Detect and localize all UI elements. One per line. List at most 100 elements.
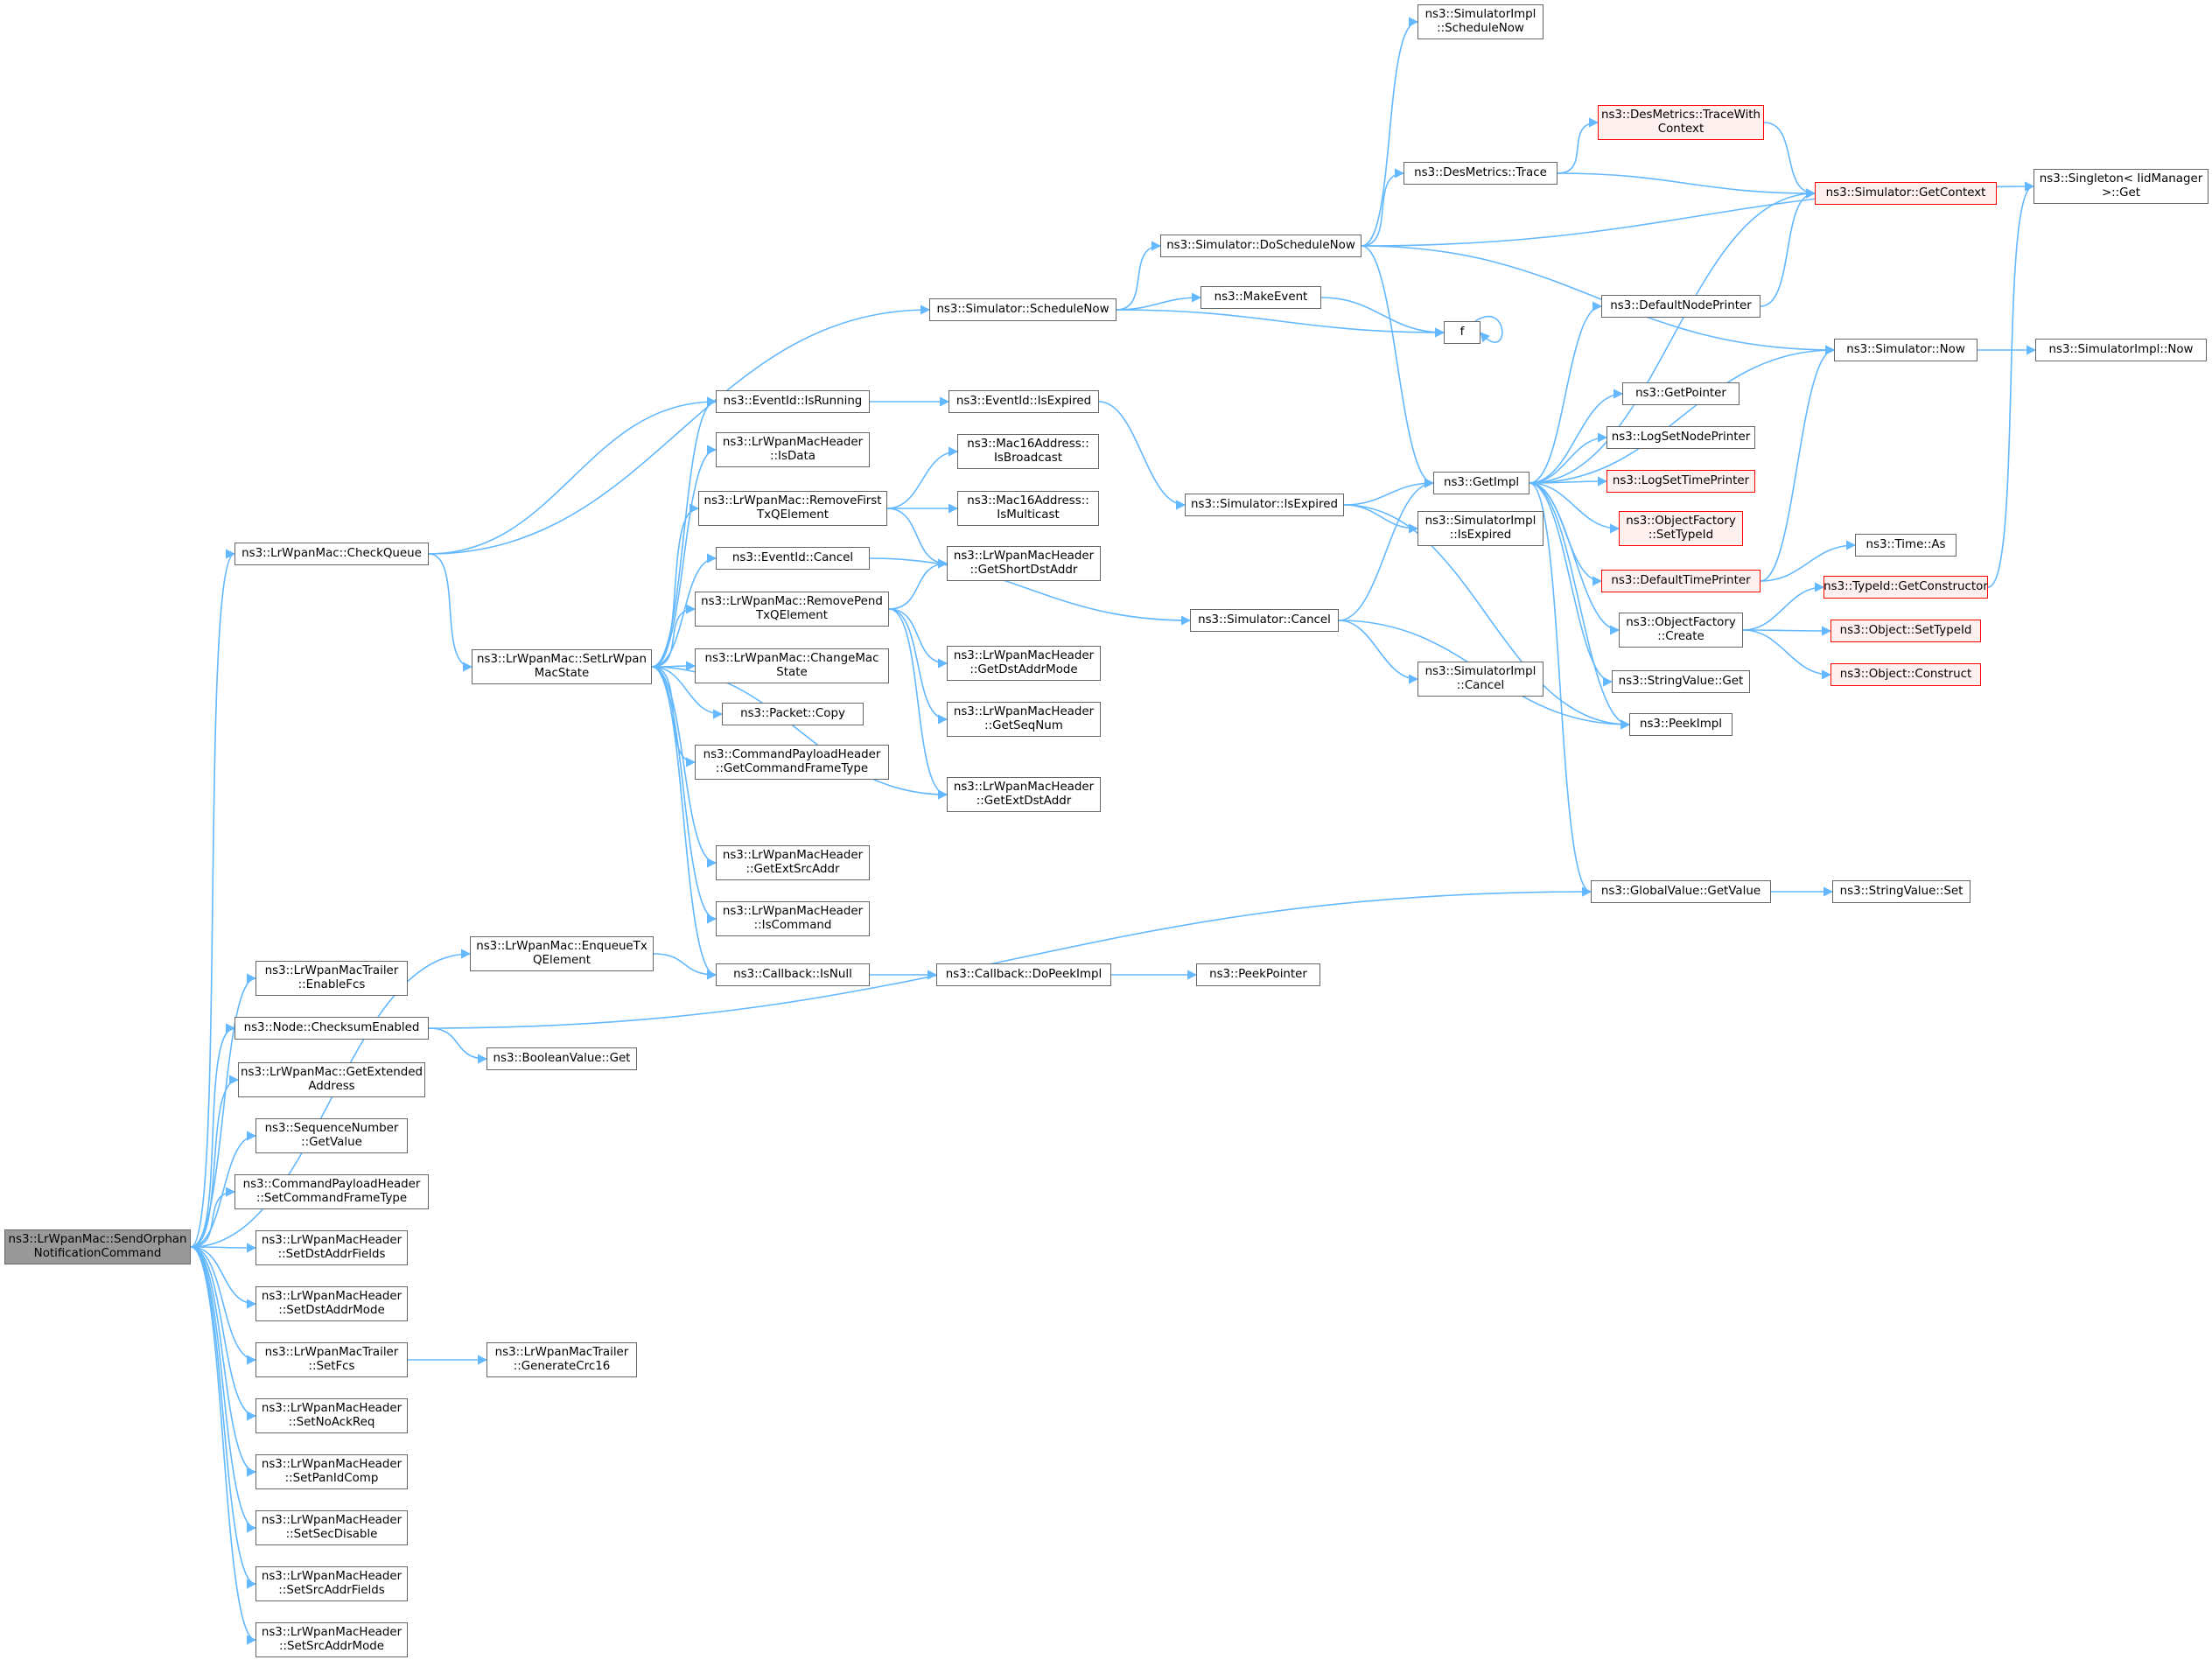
call-edge-root-to-checksumEnabled	[190, 1023, 236, 1248]
call-edge-getImpl-to-logSetTimePrinter	[1529, 476, 1608, 487]
call-edge-setLrWpanMacState-to-eventIsRunning	[651, 396, 718, 668]
call-edge-removeFirstTx-to-isBroadcast	[886, 446, 959, 509]
call-edge-root-to-setCommandFrameType	[190, 1187, 236, 1248]
call-edge-setLrWpanMacState-to-isCommand	[651, 666, 718, 924]
node-simulator-cancel[interactable]: ns3::Simulator::Cancel	[1190, 609, 1339, 632]
node-simulator-is-expired[interactable]: ns3::Simulator::IsExpired	[1185, 494, 1344, 516]
node-trailer-set-fcs[interactable]: ns3::LrWpanMacTrailer::SetFcs	[256, 1342, 408, 1377]
node-log-set-node-printer[interactable]: ns3::LogSetNodePrinter	[1606, 426, 1755, 449]
node-simimpl-now[interactable]: ns3::SimulatorImpl::Now	[2035, 339, 2207, 361]
node-callback-is-null[interactable]: ns3::Callback::IsNull	[716, 963, 870, 986]
node-simimpl-is-expired[interactable]: ns3::SimulatorImpl::IsExpired	[1418, 511, 1544, 546]
call-edge-checkQueue-to-setLrWpanMacState	[428, 553, 473, 672]
node-get-seq-num[interactable]: ns3::LrWpanMacHeader::GetSeqNum	[947, 702, 1101, 737]
node-get-impl[interactable]: ns3::GetImpl	[1433, 472, 1530, 494]
call-edge-makeEvent-to-fnF	[1320, 297, 1446, 338]
node-get-short-dst-addr[interactable]: ns3::LrWpanMacHeader::GetShortDstAddr	[947, 546, 1101, 581]
node-typeid-get-constructor[interactable]: ns3::TypeId::GetConstructor	[1824, 576, 1988, 599]
call-edge-removeFirstTx-to-getShortDstAddr	[886, 508, 948, 569]
call-edge-defaultTimePrinter-to-simNow	[1760, 345, 1836, 582]
call-edge-simCancel-to-implCancel	[1338, 620, 1419, 684]
node-simulator-schedule-now[interactable]: ns3::Simulator::ScheduleNow	[929, 298, 1116, 321]
node-set-src-addr-fields[interactable]: ns3::LrWpanMacHeader::SetSrcAddrFields	[256, 1566, 408, 1601]
node-simimpl-schedule-now[interactable]: ns3::SimulatorImpl::ScheduleNow	[1418, 4, 1544, 39]
node-object-construct[interactable]: ns3::Object::Construct	[1830, 663, 1981, 686]
call-edge-simScheduleNow-to-makeEvent	[1116, 292, 1202, 311]
node-set-pan-id-comp[interactable]: ns3::LrWpanMacHeader::SetPanIdComp	[256, 1454, 408, 1489]
call-edge-checksumEnabled-to-booleanGet	[428, 1027, 488, 1064]
node-default-time-printer[interactable]: ns3::DefaultTimePrinter	[1601, 570, 1760, 592]
node-des-metrics-trace[interactable]: ns3::DesMetrics::Trace	[1404, 162, 1558, 185]
node-mac16-is-broadcast[interactable]: ns3::Mac16Address::IsBroadcast	[957, 434, 1099, 469]
node-mac16-is-multicast[interactable]: ns3::Mac16Address::IsMulticast	[957, 491, 1099, 526]
node-trailer-enable-fcs[interactable]: ns3::LrWpanMacTrailer::EnableFcs	[256, 961, 408, 996]
node-set-command-frame-type[interactable]: ns3::CommandPayloadHeader::SetCommandFra…	[234, 1174, 429, 1209]
node-peek-impl[interactable]: ns3::PeekImpl	[1629, 713, 1732, 736]
call-edge-checkQueue-to-eventIsRunning	[428, 396, 718, 555]
call-edge-ofCreate-to-objConstruct	[1742, 629, 1832, 680]
call-edge-doScheduleNow-to-desTrace	[1361, 168, 1405, 247]
node-get-pointer[interactable]: ns3::GetPointer	[1622, 382, 1740, 405]
node-get-dst-addr-mode[interactable]: ns3::LrWpanMacHeader::GetDstAddrMode	[947, 646, 1101, 681]
call-edge-removePendTx-to-getDstAddrMode	[888, 608, 948, 669]
node-global-value-get-value[interactable]: ns3::GlobalValue::GetValue	[1591, 880, 1771, 903]
call-edge-root-to-setSrcAddrMode	[190, 1246, 257, 1645]
node-header-is-command[interactable]: ns3::LrWpanMacHeader::IsCommand	[716, 901, 870, 936]
node-boolean-value-get[interactable]: ns3::BooleanValue::Get	[486, 1047, 637, 1070]
call-edge-root-to-getExtendedAddress	[190, 1075, 240, 1248]
call-edge-setLrWpanMacState-to-removeFirstTx	[651, 503, 700, 668]
node-get-command-frame-type[interactable]: ns3::CommandPayloadHeader::GetCommandFra…	[695, 745, 889, 780]
node-sequence-number-get-value[interactable]: ns3::SequenceNumber::GetValue	[256, 1118, 408, 1153]
call-edge-getConstructor-to-singletonGet	[1987, 181, 2035, 588]
node-set-dst-addr-mode[interactable]: ns3::LrWpanMacHeader::SetDstAddrMode	[256, 1286, 408, 1321]
call-edge-doScheduleNow-to-implScheduleNow	[1361, 17, 1419, 247]
node-simulator-get-context[interactable]: ns3::Simulator::GetContext	[1815, 182, 1997, 205]
node-eventid-is-expired[interactable]: ns3::EventId::IsExpired	[948, 390, 1099, 413]
node-object-set-type-id[interactable]: ns3::Object::SetTypeId	[1830, 620, 1981, 642]
node-check-queue[interactable]: ns3::LrWpanMac::CheckQueue	[234, 543, 429, 565]
node-default-node-printer[interactable]: ns3::DefaultNodePrinter	[1601, 295, 1760, 318]
node-header-is-data[interactable]: ns3::LrWpanMacHeader::IsData	[716, 432, 870, 467]
node-simulator-now[interactable]: ns3::Simulator::Now	[1834, 339, 1978, 361]
node-generate-crc16[interactable]: ns3::LrWpanMacTrailer::GenerateCrc16	[486, 1342, 637, 1377]
call-edge-simIsExpired-to-peekImpl	[1343, 504, 1631, 730]
node-simulator-do-schedule-now[interactable]: ns3::Simulator::DoScheduleNow	[1160, 235, 1362, 257]
node-set-sec-disable[interactable]: ns3::LrWpanMacHeader::SetSecDisable	[256, 1510, 408, 1545]
node-set-src-addr-mode[interactable]: ns3::LrWpanMacHeader::SetSrcAddrMode	[256, 1622, 408, 1657]
call-edge-setLrWpanMacState-to-headerIsData	[651, 445, 718, 668]
call-edge-defaultTimePrinter-to-timeAs	[1760, 540, 1857, 582]
node-packet-copy[interactable]: ns3::Packet::Copy	[722, 703, 864, 725]
node-get-ext-dst-addr[interactable]: ns3::LrWpanMacHeader::GetExtDstAddr	[947, 777, 1101, 812]
node-simimpl-cancel[interactable]: ns3::SimulatorImpl::Cancel	[1418, 662, 1544, 697]
node-singleton-iidmanager-get[interactable]: ns3::Singleton< IidManager >::Get	[2034, 169, 2208, 204]
call-edge-doScheduleNow-to-simNow	[1361, 245, 1836, 355]
node-peek-pointer[interactable]: ns3::PeekPointer	[1196, 963, 1320, 986]
node-checksum-enabled[interactable]: ns3::Node::ChecksumEnabled	[234, 1017, 429, 1040]
call-edge-setLrWpanMacState-to-removePendTx	[651, 604, 696, 668]
call-edge-root-to-setNoAckReq	[190, 1246, 257, 1421]
call-edge-getImpl-to-globalGetValue	[1529, 482, 1592, 897]
node-make-event[interactable]: ns3::MakeEvent	[1200, 286, 1321, 309]
node-eventid-is-running[interactable]: ns3::EventId::IsRunning	[716, 390, 870, 413]
node-set-dst-addr-fields[interactable]: ns3::LrWpanMacHeader::SetDstAddrFields	[256, 1230, 408, 1265]
call-edge-checksumEnabled-to-globalGetValue	[428, 886, 1592, 1029]
node-log-set-time-printer[interactable]: ns3::LogSetTimePrinter	[1606, 470, 1755, 493]
node-eventid-cancel[interactable]: ns3::EventId::Cancel	[716, 547, 870, 570]
node-set-no-ack-req[interactable]: ns3::LrWpanMacHeader::SetNoAckReq	[256, 1398, 408, 1433]
node-callback-do-peek-impl[interactable]: ns3::Callback::DoPeekImpl	[936, 963, 1111, 986]
call-edge-defaultNodePrinter-to-getContext	[1760, 188, 1816, 307]
node-object-factory-set-type-id[interactable]: ns3::ObjectFactory::SetTypeId	[1619, 511, 1743, 546]
node-f[interactable]: f	[1444, 321, 1480, 344]
node-get-ext-src-addr[interactable]: ns3::LrWpanMacHeader::GetExtSrcAddr	[716, 845, 870, 880]
node-string-value-get[interactable]: ns3::StringValue::Get	[1612, 670, 1750, 693]
node-string-value-set[interactable]: ns3::StringValue::Set	[1832, 880, 1970, 903]
node-time-as[interactable]: ns3::Time::As	[1855, 534, 1956, 557]
node-object-factory-create[interactable]: ns3::ObjectFactory::Create	[1619, 613, 1743, 648]
